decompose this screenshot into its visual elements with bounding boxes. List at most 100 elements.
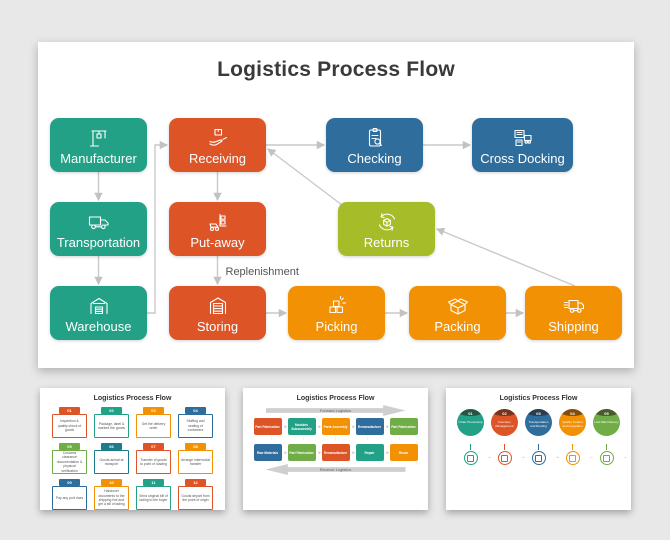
forklift-icon [208,213,227,231]
flow-box-label: Shipping [548,318,599,334]
flow-box-storing: Storing [169,286,266,340]
step-number: 04 [570,410,575,416]
t1-step-01: 01 Inspection & quality check of goods [52,407,87,438]
thumbnail-2-title: Logistics Process Flow [296,395,375,402]
circle-cap [559,409,586,416]
slide-title: Logistics Process Flow [217,58,455,81]
step-number: 05 [604,410,609,416]
thumbnail-3-title: Logistics Process Flow [499,395,578,402]
t3-step-circle-05: 05 Last Mile Delivery [593,409,620,436]
t1-step-03: 03 Get the delivery order [136,407,171,438]
step-number-tab: 04 [184,407,207,414]
t1-step-08: 08 Arrange intermodal transfer [178,443,213,474]
step-text: Send original bill of lading to the buye… [136,486,171,510]
crane-factory-icon [89,129,107,147]
flow-box-label: Transportation [56,234,141,250]
circle-cap [491,409,518,416]
t1-step-07: 07 Transfer of goods to point of loading [136,443,171,474]
icon-ring [531,451,546,465]
main-slide-preview[interactable]: Logistics Process Flow Replenishment Man… [38,42,634,368]
flow-box-shipping: Shipping [525,286,622,340]
thumbnail-slide-3[interactable]: Logistics Process Flow 01 Order Processi… [446,388,631,510]
step-text: Goods arrival at transport [94,450,129,474]
delivery-icon [593,444,628,465]
flow-box-label: Checking [347,150,402,166]
flow-box-checking: Checking [326,118,423,172]
hand-box-icon [208,128,227,146]
t2-box: Part Fabrication [389,418,418,435]
step-text: Get the delivery order [136,414,171,438]
flow-box-label: Returns [363,234,410,250]
t1-step-04: 04 Stuffing and sealing of containers [178,407,213,438]
flow-box-manufacturer: Manufacturer [50,118,147,172]
flow-box-label: Storing [196,318,239,334]
t2-box: Part Fabrication [287,444,321,461]
step-number-tab: 08 [184,443,207,450]
flow-box-put_away: Put-away [169,202,266,256]
step-text: Pay any port dues [52,486,87,510]
t1-step-10: 10 Handover documents to the shipping li… [94,479,129,510]
t1-step-11: 11 Send original bill of lading to the b… [136,479,171,510]
step-number-tab: 03 [142,407,165,414]
step-number: 02 [502,410,507,416]
order-processing-icon [467,454,474,462]
connector-returns-to-receiving [267,148,343,206]
flow-box-label: Receiving [188,150,247,166]
order-processing-icon [457,444,492,465]
circle-cap [525,409,552,416]
flow-box-cross_docking: Cross Docking [472,118,573,172]
inventory-icon [491,444,526,465]
t3-step-circle-04: 04 Quality Control and Inspection [559,409,586,436]
flow-box-picking: Picking [288,286,385,340]
picking-boxes-icon [328,295,346,313]
forward-logistics-arrow: Forward Logistics [265,405,406,416]
step-label: Order Processing [458,419,483,424]
step-label: Last Mile Delivery [594,419,619,424]
truck-icon [88,215,109,229]
open-box-icon [447,297,468,315]
quality-check-icon [569,454,576,462]
thumbnail-strip: Logistics Process Flow 01 Inspection & q… [40,388,632,510]
t1-step-05: 05 Customs clearance documentation & phy… [52,443,87,474]
step-text: Stuffing and sealing of containers [178,414,213,438]
step-number-tab: 07 [142,443,165,450]
t1-step-12: 12 Goods depart from the point of origin [178,479,213,510]
t1-step-02: 02 Package, label & marked the goods [94,407,129,438]
connector-warehouse-to-receiving [147,140,169,314]
thumbnail-1-title: Logistics Process Flow [93,395,172,402]
step-number: 01 [468,410,473,416]
t2-box: Part Fabrication [253,418,287,435]
thumbnail-slide-1[interactable]: Logistics Process Flow 01 Inspection & q… [40,388,225,510]
connector-stem [606,444,607,450]
up-arrow-icon: ↑ [302,436,305,442]
flow-box-label: Warehouse [65,318,132,334]
step-number-tab: 09 [58,479,81,486]
step-circles-row: 01 Order Processing 02 Inventory Managem… [446,409,631,436]
flow-box-transportation: Transportation [50,202,147,256]
step-text: Transfer of goods to point of loading [136,450,171,474]
t2-box: Repair [355,444,389,461]
step-number-tab: 11 [142,479,165,486]
t3-step-circle-01: 01 Order Processing [457,409,484,436]
thumbnail-slide-2[interactable]: Logistics Process Flow Forward Logistics… [243,388,428,510]
flow-box-label: Picking [315,318,358,334]
step-text: Goods depart from the point of origin [178,486,213,510]
circle-cap [593,409,620,416]
t2-box: Parts Assembly [321,418,355,435]
up-arrow-icon: ↑ [270,436,273,442]
t3-step-circle-03: 03 Transportation and Routing [525,409,552,436]
icon-ring [463,451,478,465]
reverse-logistics-row: Raw MaterialsPart FabricationRemanufactu… [243,444,428,461]
step-text: Inspection & quality check of goods [52,414,87,438]
t3-step-circle-02: 02 Inventory Management [491,409,518,436]
storage-shelf-icon [209,296,226,314]
connector-stem [572,444,573,450]
icon-ring [599,451,614,465]
t2-box: Remanufacture [355,418,389,435]
flow-connectors: Replenishment [94,140,576,318]
up-arrow-icon: ↑ [398,436,401,442]
step-text: Handover documents to the shipping line … [94,486,129,510]
forward-logistics-row: Part FabricationModules SubassemblyParts… [243,418,428,435]
clipboard-magnifier-icon [368,127,382,147]
flow-box-returns: Returns [338,202,435,256]
